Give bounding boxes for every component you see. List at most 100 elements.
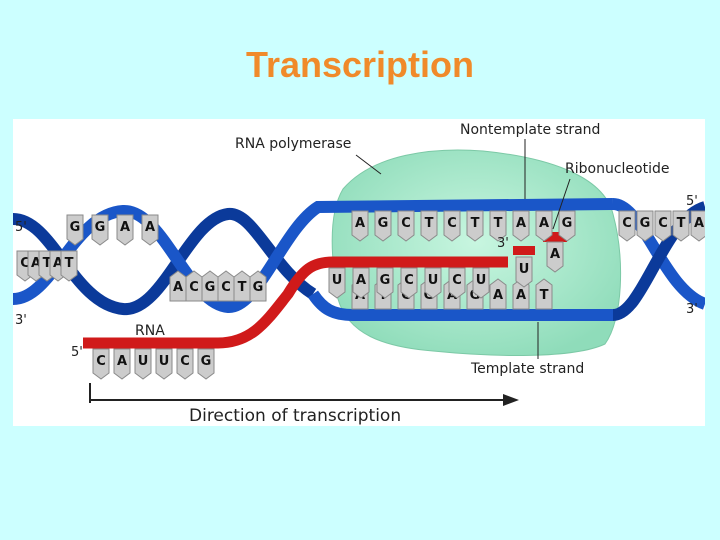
base-letter: G (201, 354, 212, 369)
base-tab (60, 250, 78, 282)
label-left-5prime: 5' (15, 220, 27, 235)
base-letter: T (425, 216, 434, 231)
base-a: A (489, 278, 507, 310)
base-letter: T (43, 256, 52, 271)
base-u: U (155, 348, 173, 380)
base-letter: A (120, 220, 130, 235)
base-tab (535, 210, 553, 242)
base-letter: C (447, 216, 457, 231)
pointer-rna-polymerase (355, 154, 382, 175)
base-tab (351, 210, 369, 242)
base-c: C (397, 210, 415, 242)
base-letter: U (159, 354, 170, 369)
base-letter: T (238, 280, 247, 295)
base-tab (618, 210, 636, 242)
base-letter: U (519, 262, 530, 277)
base-a: A (546, 241, 564, 273)
base-letter: A (355, 216, 365, 231)
base-letter: A (53, 256, 63, 271)
base-letter: C (20, 256, 30, 271)
base-letter: G (562, 216, 573, 231)
base-letter: A (550, 247, 560, 262)
base-letter: T (494, 216, 503, 231)
base-t: T (60, 250, 78, 282)
base-letter: C (622, 216, 632, 231)
base-tab (472, 267, 490, 299)
base-tab (217, 270, 235, 302)
base-tab (397, 210, 415, 242)
base-tab (672, 210, 690, 242)
template-strand-backbone (308, 290, 613, 321)
base-t: T (672, 210, 690, 242)
base-letter: U (138, 354, 149, 369)
base-letter: C (180, 354, 190, 369)
base-t: T (420, 210, 438, 242)
base-tab (233, 270, 251, 302)
label-right-3prime: 3' (686, 302, 698, 317)
base-u: U (328, 267, 346, 299)
rna-strand (83, 256, 508, 349)
base-g: G (558, 210, 576, 242)
base-g: G (197, 348, 215, 380)
base-letter: A (493, 288, 503, 303)
base-letter: U (332, 273, 343, 288)
base-tab (690, 210, 705, 242)
base-t: T (466, 210, 484, 242)
base-letter: T (471, 216, 480, 231)
base-u: U (424, 267, 442, 299)
base-tab (328, 267, 346, 299)
base-a: A (113, 348, 131, 380)
label-direction: Direction of transcription (189, 406, 401, 426)
label-ribonucleotide: Ribonucleotide (565, 161, 669, 177)
base-letter: A (447, 288, 457, 303)
base-t: T (233, 270, 251, 302)
base-letter: A (356, 273, 366, 288)
base-tab (197, 348, 215, 380)
base-letter: G (95, 220, 106, 235)
base-tab (443, 210, 461, 242)
base-letter: C (404, 273, 414, 288)
label-template-strand: Template strand (470, 361, 584, 377)
base-tab (113, 348, 131, 380)
base-letter: G (470, 288, 481, 303)
base-tab (201, 270, 219, 302)
base-letter: G (253, 280, 264, 295)
slide-title: Transcription (245, 44, 475, 85)
free-ribonucleotide-bases: UA (515, 241, 564, 288)
base-tab (374, 210, 392, 242)
rna-3prime-end (513, 246, 535, 255)
base-tab (420, 210, 438, 242)
base-c: C (217, 270, 235, 302)
base-c: C (443, 210, 461, 242)
label-rna-3prime: 3' (497, 236, 509, 251)
base-letter: A (145, 220, 155, 235)
base-g: G (376, 267, 394, 299)
base-letter: G (70, 220, 81, 235)
base-c: C (92, 348, 110, 380)
base-letter: A (539, 216, 549, 231)
base-letter: A (516, 288, 526, 303)
base-letter: C (96, 354, 106, 369)
base-letter: A (117, 354, 127, 369)
label-left-3prime: 3' (15, 313, 27, 328)
base-u: U (515, 256, 533, 288)
base-tab (489, 210, 507, 242)
base-a: A (535, 210, 553, 242)
base-u: U (134, 348, 152, 380)
base-g: G (66, 214, 84, 246)
label-rna-5prime: 5' (71, 345, 83, 360)
base-letter: C (452, 273, 462, 288)
direction-arrow-head (503, 394, 519, 406)
base-g: G (249, 270, 267, 302)
base-g: G (374, 210, 392, 242)
ribonucleotide-phosphate (543, 232, 567, 242)
base-letter: A (694, 216, 704, 231)
base-tab (515, 256, 533, 288)
label-rna: RNA (135, 323, 165, 339)
base-tab (176, 348, 194, 380)
base-tab (185, 270, 203, 302)
base-tab (249, 270, 267, 302)
base-tab (535, 278, 553, 310)
